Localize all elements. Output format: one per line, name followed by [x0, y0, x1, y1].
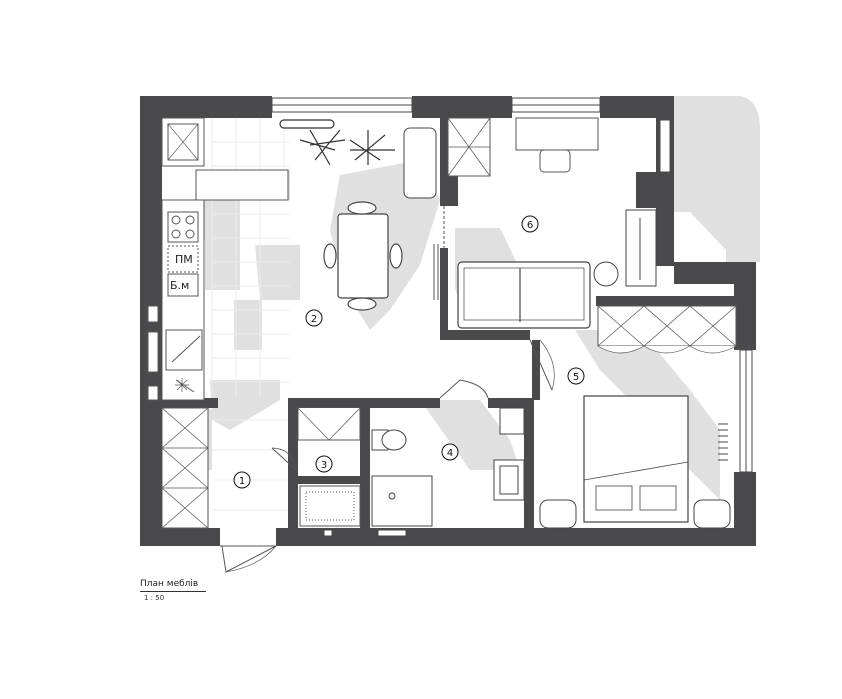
- room-marker-1: 1: [233, 471, 251, 489]
- tv-unit: [625, 209, 657, 287]
- door-room-4: [439, 379, 489, 399]
- title-divider: [140, 591, 206, 592]
- tall-cabinet: [447, 117, 491, 177]
- dining-table: [323, 201, 403, 311]
- plan-scale: 1 : 50: [144, 594, 165, 602]
- shelf: [499, 407, 525, 435]
- wall-niche: [147, 305, 159, 401]
- vanity: [371, 475, 433, 527]
- room-number-1: 1: [239, 476, 245, 487]
- room-marker-2: 2: [305, 309, 323, 327]
- bedroom-door: [529, 339, 555, 391]
- washer-label: Б.м: [170, 279, 189, 292]
- plan-title-block: План меблів 1 : 50: [140, 579, 206, 603]
- dishwasher: ПМ: [167, 245, 199, 273]
- bedroom-wardrobe: [597, 305, 737, 354]
- shower-tray: [299, 485, 361, 527]
- washer: Б.м: [167, 273, 199, 297]
- plan-title: План меблів: [140, 579, 199, 589]
- floor-drain-marks: [323, 529, 407, 537]
- armchair: [403, 127, 437, 199]
- bed: [583, 395, 689, 523]
- room-number-4: 4: [447, 448, 453, 459]
- sofa: [457, 261, 591, 329]
- room-marker-4: 4: [441, 443, 459, 461]
- kitchen-counter: [161, 117, 289, 401]
- door-room-3: [271, 447, 297, 471]
- nightstands: [539, 499, 731, 529]
- dishwasher-label: ПМ: [175, 253, 193, 266]
- lounge-chairs: [279, 119, 395, 166]
- storage-cabinet: [297, 407, 361, 441]
- room-number-3: 3: [321, 460, 327, 471]
- room-number-5: 5: [573, 372, 579, 383]
- room-marker-3: 3: [315, 455, 333, 473]
- room-number-6: 6: [527, 220, 533, 231]
- sliding-door: [433, 206, 445, 300]
- room-marker-6: 6: [521, 215, 539, 233]
- toilet: [371, 429, 407, 451]
- kitchen-sink: [165, 329, 203, 393]
- hall-wardrobe: [161, 407, 209, 529]
- entrance-door: [220, 545, 277, 573]
- room-marker-5: 5: [567, 367, 585, 385]
- windows: [271, 97, 753, 473]
- room-number-2: 2: [311, 314, 317, 325]
- washbasin: [493, 459, 525, 501]
- side-table: [593, 261, 619, 287]
- desk: [515, 117, 599, 173]
- cooktop: [167, 211, 199, 243]
- radiator: [718, 423, 728, 461]
- floor-tiles: [211, 118, 290, 511]
- room-markers: 1 2 3 4 5 6: [233, 215, 585, 489]
